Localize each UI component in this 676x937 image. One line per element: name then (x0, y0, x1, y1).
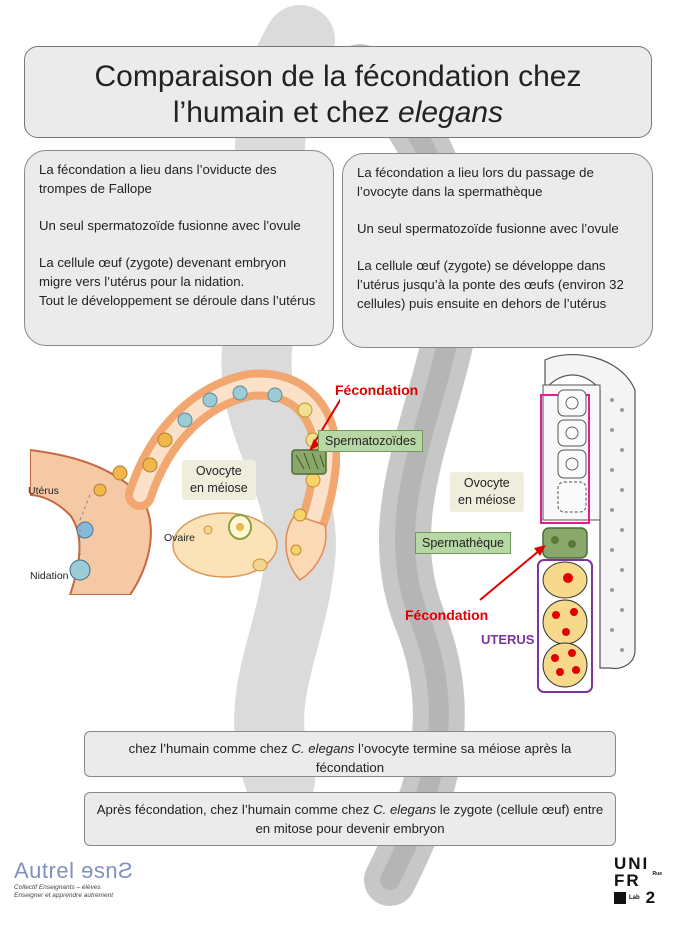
spermatheca (542, 527, 588, 559)
ovary-small-follicle (203, 525, 213, 535)
unifr-logo-rue: Rue (652, 871, 662, 877)
elegans-fecondation-arrowhead (534, 545, 546, 556)
elegans-fecondation-label: Fécondation (405, 607, 489, 623)
unifr-logo: UNI FR Rue Lab 2 (614, 855, 664, 907)
page-title: Comparaison de la fécondation chez l’hum… (24, 46, 652, 138)
uterus-outline (537, 559, 593, 693)
conclusion-2-italic: C. elegans (373, 802, 437, 817)
conclusion-2-end: le zygote (cellule œuf) entre en mitose … (255, 802, 604, 836)
unifr-logo-line2: FR (614, 871, 641, 890)
human-uterus-label: Utérus (28, 485, 59, 497)
elegans-info-p3: La cellule œuf (zygote) se développe dan… (357, 258, 624, 311)
human-ovocyte-line1: Ovocyte (195, 464, 242, 478)
uterus-wall (30, 448, 152, 595)
elegans-info-p1: La fécondation a lieu lors du passage de… (357, 165, 594, 199)
oocyte-nuclei (565, 396, 579, 471)
human-spermatozoides-label: Spermatozoïdes (318, 430, 424, 452)
human-ovocyte-label: Ovocyte en méiose (182, 460, 256, 500)
spermatozoa-cluster (291, 449, 327, 475)
unifr-logo-square (614, 892, 626, 904)
conclusion-box-1: chez l’humain comme chez C. elegans l’ov… (84, 731, 616, 777)
autrelsons-logo-text: Autrel ɘsnƧ (14, 858, 134, 883)
migration-arrows (79, 494, 91, 555)
nidation-embryo (69, 559, 91, 581)
elegans-uterus-label: UTERUS (481, 632, 535, 647)
unifr-logo-lab: Lab (629, 895, 640, 901)
conclusion-1-italic: C. elegans (291, 741, 355, 756)
human-info-p3: La cellule œuf (zygote) devenant embryon… (39, 255, 287, 289)
elegans-ovocyte-label: Ovocyte en méiose (450, 472, 524, 512)
tube-embryos (69, 385, 321, 581)
title-line-1: Comparaison de la fécondation chez (94, 60, 582, 93)
elegans-info-box: La fécondation a lieu lors du passage de… (342, 153, 653, 348)
conclusion-1-end: l’ovocyte termine sa méiose après la féc… (315, 741, 572, 775)
elegans-spermatheque-label: Spermathèque (415, 532, 512, 554)
autrelsons-logo-sub2: Enseigner et apprendre autrement (14, 892, 114, 899)
unifr-logo-line3: Lab 2 (614, 889, 664, 907)
title-line-2-start: l’humain et chez (172, 96, 399, 129)
human-info-p1: La fécondation a lieu dans l’oviducte de… (39, 162, 277, 196)
human-info-p4: Tout le développement se déroule dans l’… (39, 293, 316, 308)
elegans-info-p2: Un seul spermatozoïde fusionne avec l’ov… (357, 221, 619, 236)
uterus-embryos (542, 561, 588, 688)
human-fecondation-label: Fécondation (335, 382, 419, 398)
human-info-box: La fécondation a lieu dans l’oviducte de… (24, 150, 334, 346)
human-ovocyte-line2: en méiose (190, 481, 248, 495)
human-fecondation-arrowhead (309, 439, 320, 451)
elegans-gonad-diagram (479, 354, 636, 693)
unifr-logo-num: 2 (645, 888, 656, 907)
fimbriae (285, 514, 327, 581)
conclusion-1-start: chez l’humain comme chez (128, 741, 292, 756)
human-info-p2: Un seul spermatozoïde fusionne avec l’ov… (39, 218, 301, 233)
elegans-fecondation-arrow (479, 549, 541, 601)
title-line-2: l’humain et chez elegans (25, 95, 651, 131)
conclusion-box-2: Après fécondation, chez l’humain comme c… (84, 792, 616, 846)
oocytes (557, 389, 587, 513)
autrelsons-logo-sub1: Collectif Enseignants – élèves (14, 884, 101, 891)
unifr-logo-line1: UNI (614, 854, 650, 873)
autrelsons-logo: Autrel ɘsnƧ Collectif Enseignants – élèv… (14, 858, 133, 900)
germ-cells (610, 398, 624, 652)
human-reproductive-diagram (30, 369, 340, 595)
human-ovaire-label: Ovaire (164, 532, 195, 544)
spermatozoa-tails (295, 452, 325, 470)
human-nidation-label: Nidation (30, 570, 69, 582)
elegans-ovocyte-line1: Ovocyte (463, 476, 510, 490)
elegans-ovocyte-line2: en méiose (458, 493, 516, 507)
conclusion-2-start: Après fécondation, chez l’humain comme c… (96, 802, 374, 817)
ovary-follicle-oocyte (236, 523, 244, 531)
human-fecondation-arrow (312, 398, 340, 446)
fallopian-tube-lumen (133, 377, 333, 537)
ovary-corpus (252, 558, 268, 572)
title-line-2-italic: elegans (398, 96, 504, 129)
